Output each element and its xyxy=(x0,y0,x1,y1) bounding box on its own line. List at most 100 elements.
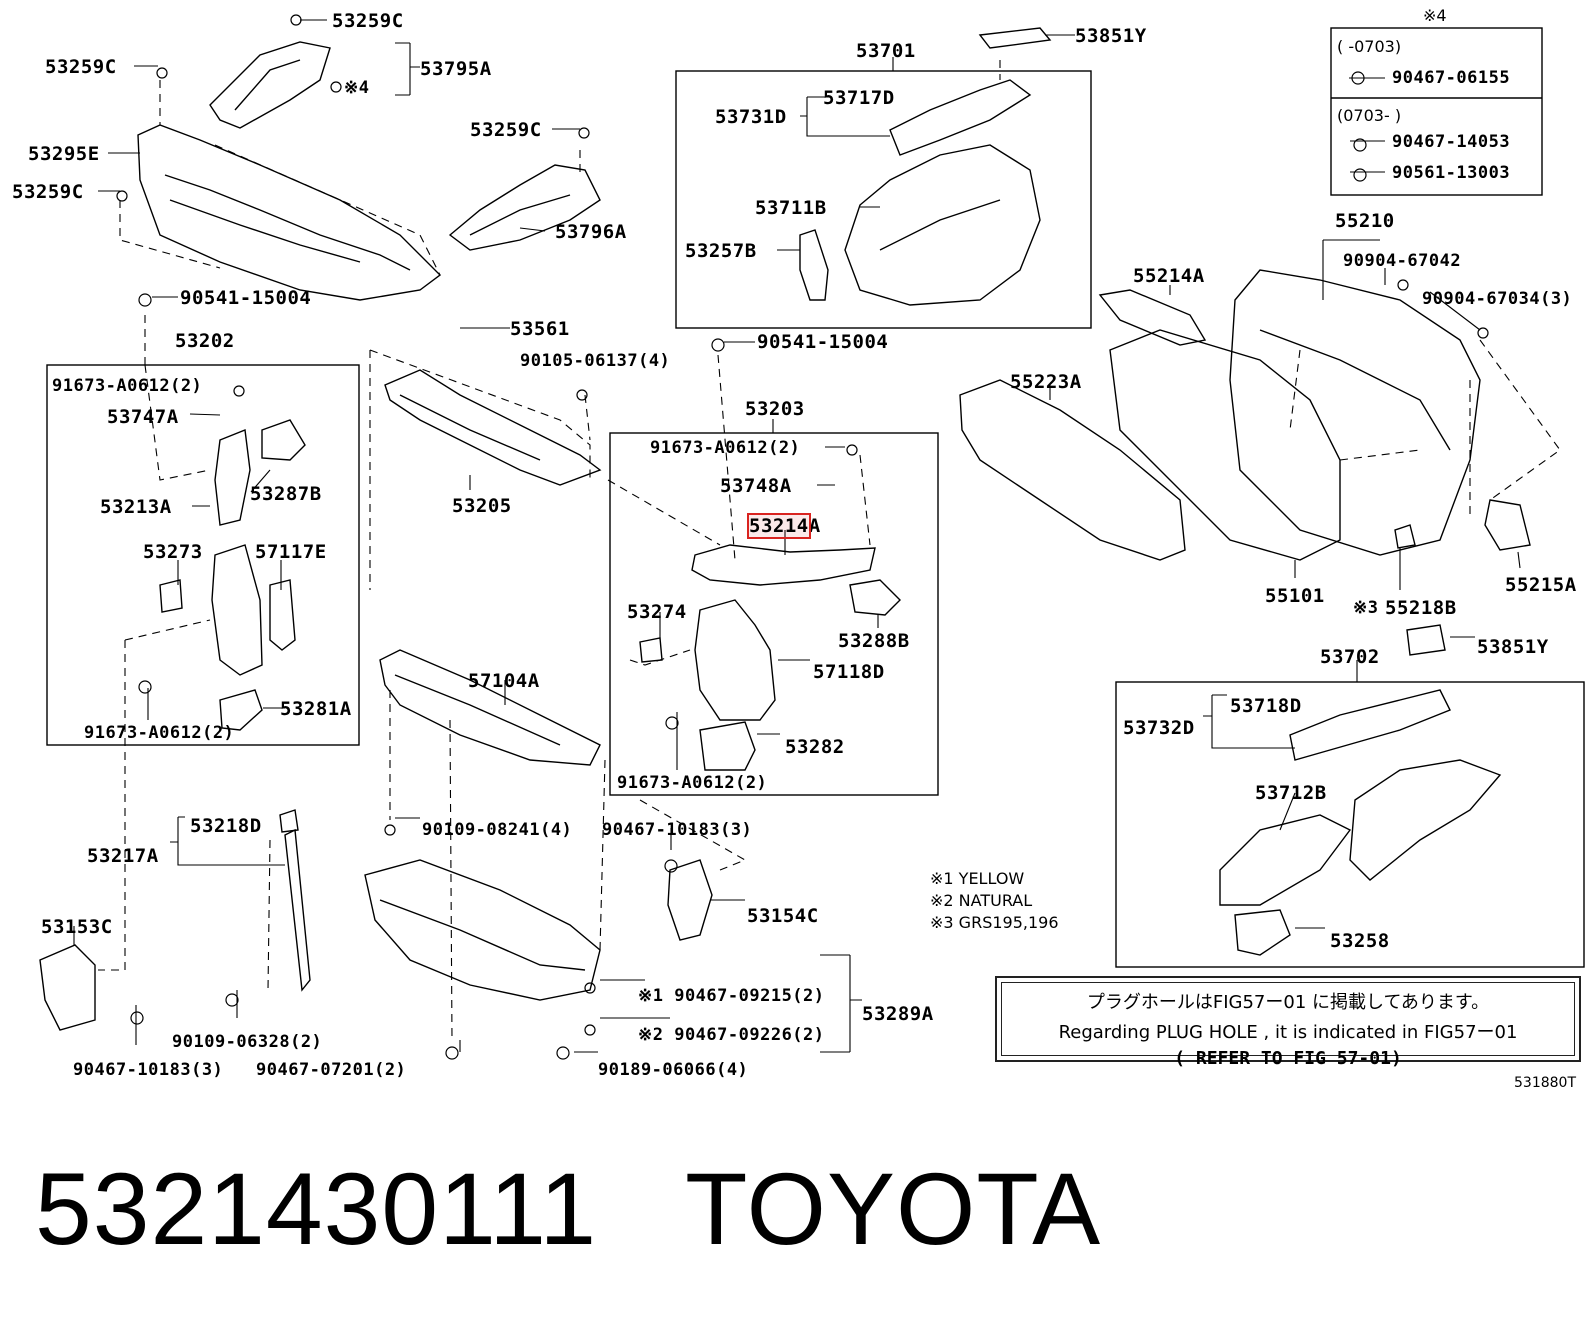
label-53712B[interactable]: 53712B xyxy=(1255,782,1327,804)
part-53258 xyxy=(1234,909,1291,956)
label-53287B[interactable]: 53287B xyxy=(250,483,322,505)
label-53153C[interactable]: 53153C xyxy=(41,916,113,938)
label-53259C-top[interactable]: 53259C xyxy=(332,10,404,32)
label-53258[interactable]: 53258 xyxy=(1330,930,1390,952)
label-53214A-suffix: A xyxy=(808,515,821,537)
label-53289A[interactable]: 53289A xyxy=(862,1003,934,1025)
label-90541-15004-b[interactable]: 90541-15004 xyxy=(757,331,889,353)
label-53851Y-a[interactable]: 53851Y xyxy=(1075,25,1147,47)
highlighted-part-number[interactable]: 53214 xyxy=(747,513,811,539)
part-53796A xyxy=(448,164,601,251)
label-53257B[interactable]: 53257B xyxy=(685,240,757,262)
label-53259C-left[interactable]: 53259C xyxy=(45,56,117,78)
label-90467-09215[interactable]: ※1 90467-09215(2) xyxy=(638,986,825,1006)
group-box-53701 xyxy=(675,70,1092,329)
part-53217A xyxy=(284,828,311,992)
label-55101[interactable]: 55101 xyxy=(1265,585,1325,607)
part-57104A xyxy=(379,649,601,766)
label-55214A[interactable]: 55214A xyxy=(1133,265,1205,287)
label-57104A[interactable]: 57104A xyxy=(468,670,540,692)
part-53711B xyxy=(844,144,1041,306)
part-55214A xyxy=(1098,289,1207,346)
part-53213A xyxy=(214,429,251,526)
group-box-53702 xyxy=(1115,681,1585,968)
note-ref-4: ※4 xyxy=(344,78,370,98)
label-90467-10183-a[interactable]: 90467-10183(3) xyxy=(602,820,753,840)
legend-range-1: ( -0703) xyxy=(1337,37,1402,56)
legend-part-90467-06155[interactable]: 90467-06155 xyxy=(1392,68,1511,88)
label-55210[interactable]: 55210 xyxy=(1335,210,1395,232)
label-53731D[interactable]: 53731D xyxy=(715,106,787,128)
part-57118D-pillar xyxy=(694,599,776,721)
label-57117E[interactable]: 57117E xyxy=(255,541,327,563)
label-53732D[interactable]: 53732D xyxy=(1123,717,1195,739)
label-90467-10183-b[interactable]: 90467-10183(3) xyxy=(73,1060,224,1080)
part-55101 xyxy=(1109,329,1341,561)
part-53205 xyxy=(384,369,602,486)
part-53218D xyxy=(279,809,299,833)
label-90109-06328[interactable]: 90109-06328(2) xyxy=(172,1032,323,1052)
part-55215A xyxy=(1484,499,1531,551)
label-53702[interactable]: 53702 xyxy=(1320,646,1380,668)
label-53218D[interactable]: 53218D xyxy=(190,815,262,837)
notes-block: ※1 YELLOW ※2 NATURAL ※3 GRS195,196 xyxy=(930,868,1059,934)
label-53217A[interactable]: 53217A xyxy=(87,845,159,867)
label-53282[interactable]: 53282 xyxy=(785,736,845,758)
label-53747A[interactable]: 53747A xyxy=(107,406,179,428)
label-90109-08241[interactable]: 90109-08241(4) xyxy=(422,820,573,840)
label-90904-67034[interactable]: 90904-67034(3) xyxy=(1422,289,1573,309)
figure-id: 531880T xyxy=(1514,1075,1576,1091)
label-90189-06066[interactable]: 90189-06066(4) xyxy=(598,1060,749,1080)
label-53796A[interactable]: 53796A xyxy=(555,221,627,243)
label-53718D[interactable]: 53718D xyxy=(1230,695,1302,717)
label-90105-06137[interactable]: 90105-06137(4) xyxy=(520,351,671,371)
label-53711B[interactable]: 53711B xyxy=(755,197,827,219)
label-90541-15004-a[interactable]: 90541-15004 xyxy=(180,287,312,309)
note-1: ※1 YELLOW xyxy=(930,869,1025,888)
plug-hole-inner-frame: プラグホールはFIG57ー01 に掲載してあります。 Regarding PLU… xyxy=(1001,982,1575,1069)
label-55223A[interactable]: 55223A xyxy=(1010,371,1082,393)
label-53288B[interactable]: 53288B xyxy=(838,630,910,652)
label-90904-67042[interactable]: 90904-67042 xyxy=(1343,251,1462,271)
label-53154C[interactable]: 53154C xyxy=(747,905,819,927)
label-55218B[interactable]: 55218B xyxy=(1385,597,1457,619)
label-91673-A0612-d[interactable]: 91673-A0612(2) xyxy=(617,773,768,793)
label-90467-09226[interactable]: ※2 90467-09226(2) xyxy=(638,1025,825,1045)
part-53288B xyxy=(849,579,901,616)
label-53214A[interactable]: 53214A xyxy=(747,513,821,539)
label-53748A[interactable]: 53748A xyxy=(720,475,792,497)
part-53287B xyxy=(261,419,306,461)
label-91673-A0612-c[interactable]: 91673-A0612(2) xyxy=(650,438,801,458)
label-55215A[interactable]: 55215A xyxy=(1505,574,1577,596)
legend-header: ※4 xyxy=(1423,6,1447,25)
label-53274[interactable]: 53274 xyxy=(627,601,687,623)
label-91673-A0612-a[interactable]: 91673-A0612(2) xyxy=(52,376,203,396)
part-53257B xyxy=(799,229,829,301)
part-55210 xyxy=(1229,269,1481,556)
label-53717D[interactable]: 53717D xyxy=(823,87,895,109)
part-53851Y-top xyxy=(978,27,1052,49)
label-53295E[interactable]: 53295E xyxy=(28,143,100,165)
legend-part-90467-14053[interactable]: 90467-14053 xyxy=(1392,132,1511,152)
legend-part-90561-13003[interactable]: 90561-13003 xyxy=(1392,163,1511,183)
label-57118D[interactable]: 57118D xyxy=(813,661,885,683)
label-53273[interactable]: 53273 xyxy=(143,541,203,563)
part-53273 xyxy=(159,579,183,613)
plug-hole-ref[interactable]: ( REFER TO FIG 57-01) xyxy=(1174,1048,1402,1069)
label-90467-07201[interactable]: 90467-07201(2) xyxy=(256,1060,407,1080)
label-53202[interactable]: 53202 xyxy=(175,330,235,352)
note-2: ※2 NATURAL xyxy=(930,891,1033,910)
label-53701[interactable]: 53701 xyxy=(856,40,916,62)
label-53281A[interactable]: 53281A xyxy=(280,698,352,720)
label-91673-A0612-b[interactable]: 91673-A0612(2) xyxy=(84,723,235,743)
plug-hole-en: Regarding PLUG HOLE , it is indicated in… xyxy=(1058,1022,1518,1043)
label-53561[interactable]: 53561 xyxy=(510,318,570,340)
label-53259C-right[interactable]: 53259C xyxy=(470,119,542,141)
label-53213A[interactable]: 53213A xyxy=(100,496,172,518)
label-53795A[interactable]: 53795A xyxy=(420,58,492,80)
label-53259C-lower[interactable]: 53259C xyxy=(12,181,84,203)
label-53851Y-b[interactable]: 53851Y xyxy=(1477,636,1549,658)
label-53205[interactable]: 53205 xyxy=(452,495,512,517)
label-53203[interactable]: 53203 xyxy=(745,398,805,420)
diagram-linework xyxy=(39,14,1585,1060)
